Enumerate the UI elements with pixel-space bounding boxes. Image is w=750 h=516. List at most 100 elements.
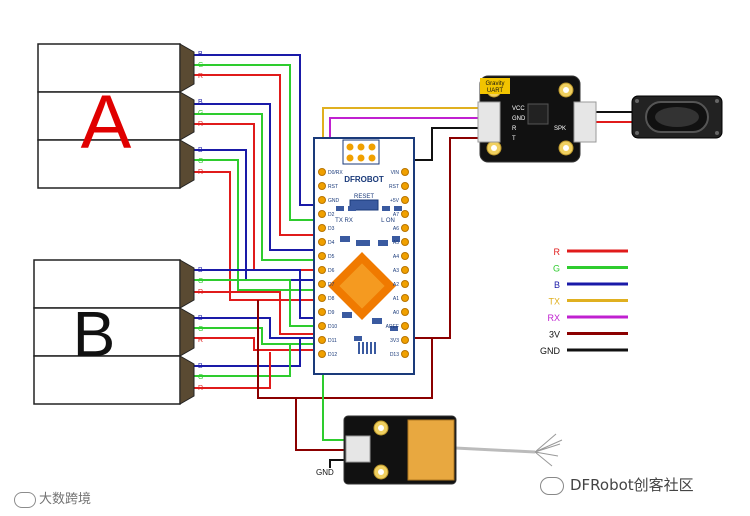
uart-pin-label-t: T [512, 136, 516, 142]
wire-gnd-uart [404, 127, 478, 161]
nano-right-pin-label: A6 [393, 226, 399, 232]
watermark-left-text: 大数跨境 [39, 492, 92, 507]
panel-b-strip-3 [33, 355, 181, 405]
wire-a1-blue [192, 54, 318, 206]
nano-usb-footprint [358, 342, 376, 354]
nano-reset-button [349, 199, 379, 211]
nano-right-pin-pad [401, 238, 409, 246]
uart-title-plate [480, 78, 510, 94]
nano-left-pin-pad [318, 168, 326, 176]
nano-left-pin-pad [318, 210, 326, 218]
nano-right-pin-pad [401, 196, 409, 204]
connector-pin-label-g: G [198, 158, 203, 165]
wire-a3-green [192, 159, 318, 291]
wire-b2-green [192, 327, 318, 345]
nano-right-pin-pad [401, 168, 409, 176]
connector-pin-label-b: B [198, 315, 203, 322]
connector-pin-label-g: G [198, 374, 203, 381]
uart-title-2: UART [487, 88, 504, 94]
wire-b2-blue [192, 317, 318, 339]
nano-left-pin-pad [318, 308, 326, 316]
nano-left-pin-label: GND [328, 198, 340, 204]
sensor-gnd-label: GND [316, 468, 334, 477]
nano-left-pin-label: D8 [328, 296, 335, 302]
nano-right-pin-pad [401, 294, 409, 302]
legend-label-rx: RX [547, 313, 560, 323]
watermark-right-text: DFRobot创客社区 [570, 476, 694, 494]
nano-left-pin-pad [318, 322, 326, 330]
connector-pin-label-r: R [198, 337, 203, 344]
nano-left-pin-label: D6 [328, 268, 335, 274]
connector-pin-label-g: G [198, 278, 203, 285]
nano-left-pin-pad [318, 294, 326, 302]
connector-pin-label-r: R [198, 289, 203, 296]
nano-left-pin-pad [318, 238, 326, 246]
connector-pin-label-g: G [198, 62, 203, 69]
nano-right-pin-label: A7 [393, 212, 399, 218]
nano-right-pin-label: A1 [393, 296, 399, 302]
panel-b-strip-2 [33, 307, 181, 357]
uart-right-connector [573, 101, 597, 143]
connector-pin-label-b: B [198, 147, 203, 154]
nano-right-pin-label: VIN [391, 170, 400, 176]
wire-sensor-signal [322, 370, 350, 441]
wire-b3-green [192, 345, 291, 377]
connector-pin-label-g: G [198, 326, 203, 333]
nano-right-pin-pad [401, 210, 409, 218]
legend-label-gnd: GND [540, 346, 561, 356]
watermark-left-icon [14, 491, 36, 508]
uart-pin-label-vcc: VCC [512, 106, 525, 112]
wire-sensor-gnd [329, 459, 350, 468]
speaker [631, 95, 723, 139]
wire-a1-green [192, 64, 318, 221]
uart-chip [527, 103, 549, 125]
nano-right-pin-pad [401, 280, 409, 288]
panel-a-strip-3 [37, 139, 181, 189]
nano-right-pin-pad [401, 322, 409, 330]
sensor-probe-wires [534, 433, 563, 467]
uart-left-connector [477, 101, 501, 143]
wire-b3-blue [192, 338, 301, 367]
nano-smd-parts [336, 206, 402, 341]
nano-left-pin-pad [318, 196, 326, 204]
legend-label-tx: TX [548, 297, 560, 307]
nano-right-pin-pad [401, 224, 409, 232]
panel-b-letter: B [73, 298, 116, 370]
wires [192, 54, 632, 468]
panel-a-connector-3 [179, 139, 195, 189]
connector-pin-label-b: B [198, 267, 203, 274]
wire-b1-red [192, 291, 318, 335]
nano-left-pin-pad [318, 182, 326, 190]
nano-left-pin-pad [318, 336, 326, 344]
connector-pin-label-b: B [198, 99, 203, 106]
sensor-connector [345, 435, 371, 463]
nano-icsp-pins [346, 143, 376, 162]
wire-b2-red [192, 337, 318, 351]
uart-pin-label-gnd: GND [512, 116, 526, 122]
nano-right-pin-pad [401, 350, 409, 358]
nano-right-pin-label: A2 [393, 282, 399, 288]
nano-left-pin-label: D11 [328, 338, 337, 344]
legend-label-g: G [553, 264, 560, 274]
nano-left-pin-pad [318, 224, 326, 232]
connector-pin-label-b: B [198, 51, 203, 58]
wire-3v-uart [412, 137, 478, 339]
nano-txrx-label: TX RX [335, 218, 353, 224]
panel-b-connector-2 [179, 307, 195, 357]
nano-right-pin-pad [401, 182, 409, 190]
connector-pin-label-r: R [198, 169, 203, 176]
nano-right-pin-label: 3V3 [390, 338, 399, 344]
uart-spk-label: SPK [554, 126, 566, 132]
connector-pin-label-g: G [198, 110, 203, 117]
panel-b-connector-3 [179, 355, 195, 405]
nano-led-label: L ON [381, 218, 395, 224]
nano-left-pin-label: D3 [328, 226, 335, 232]
legend-label-3v: 3V [549, 330, 560, 340]
panel-b-connector-1 [179, 259, 195, 309]
